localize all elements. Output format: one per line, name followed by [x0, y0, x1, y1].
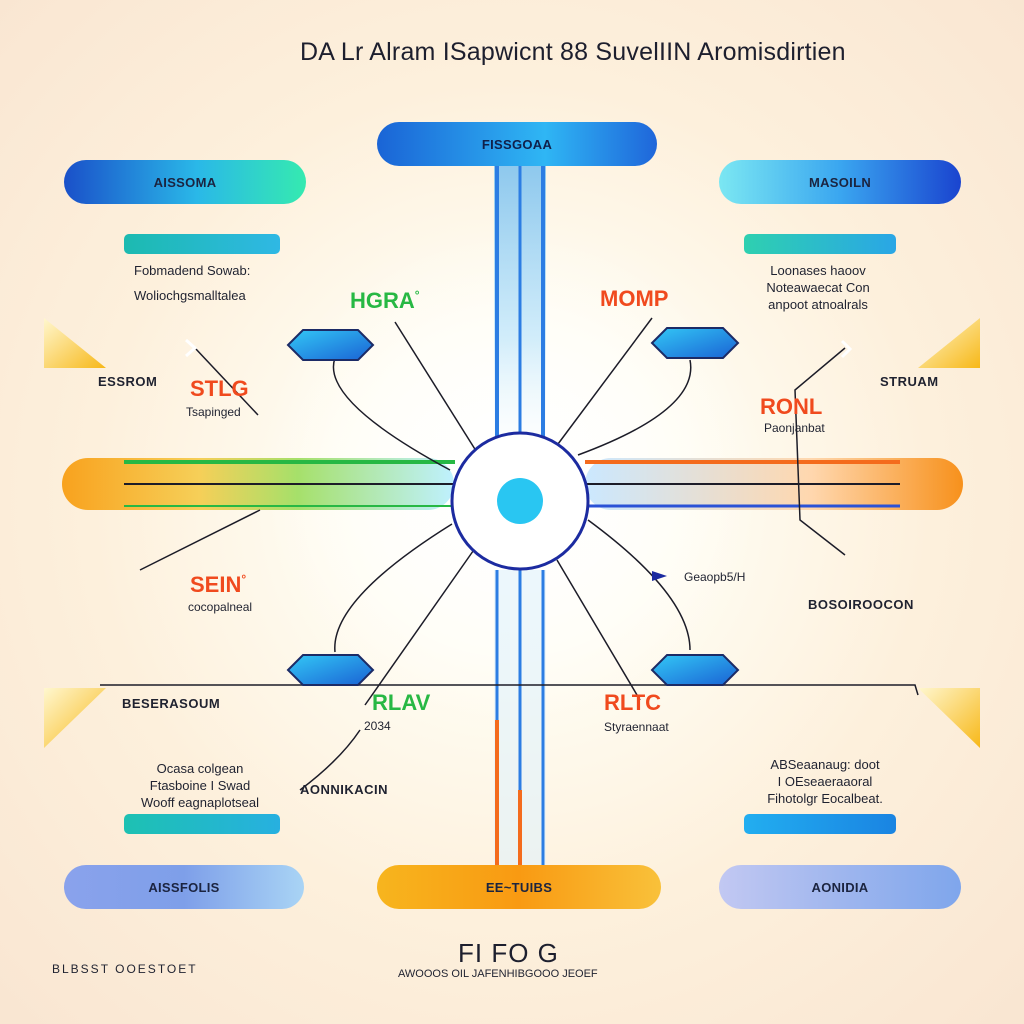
- chevron-ronl-icon: [840, 339, 853, 359]
- text-bottom-right: ABSeaanaug: doot I OEseaeraaoral Fihotol…: [767, 757, 883, 806]
- pill-top-left[interactable]: AISSOMA: [64, 160, 306, 204]
- connector-aonnikacin: [299, 729, 361, 791]
- triangle-right-top-icon: [918, 318, 980, 368]
- label-sein: SEIN°: [190, 572, 247, 597]
- connector-hex-bottom-right: [587, 519, 691, 651]
- footer-subtitle: AWOOOS OIL JAFENHIBGOOO JEOEF: [398, 968, 598, 980]
- text-bottom-left: Ocasa colgean Ftasboine I Swad Wooff eag…: [140, 761, 260, 810]
- label-essrom: ESSROM: [98, 374, 158, 389]
- connector-hex-bottom-left: [334, 523, 453, 653]
- label-aonnikacin: AONNIKACIN: [300, 782, 389, 797]
- label-hgra: HGRA°: [350, 288, 420, 313]
- bar-top-right: [744, 234, 896, 254]
- label-struam: STRUAM: [880, 374, 939, 389]
- geaop-arrow-icon: [652, 571, 667, 581]
- connector-rltc: [556, 559, 641, 701]
- connector-hex-top-left: [332, 357, 451, 471]
- label-sein-sub: cocopalneal: [188, 600, 253, 614]
- central-hub-core: [497, 478, 543, 524]
- pill-bottom-left[interactable]: AISSFOLIS: [64, 865, 304, 909]
- connector-hgra: [394, 321, 479, 455]
- label-geaop: Geaopb5/H: [684, 570, 746, 584]
- connector-rlav: [364, 543, 479, 706]
- label-momp: MOMP: [600, 286, 669, 311]
- triangle-right-bottom-icon: [918, 688, 980, 748]
- footer-title: FI FO G: [458, 938, 559, 968]
- connector-bottom-row: [100, 684, 919, 696]
- label-ronl-sub: Paonjanbat: [764, 421, 825, 435]
- pill-top[interactable]: FISSGOAA: [377, 122, 657, 166]
- pill-top-right[interactable]: MASOILN: [719, 160, 961, 204]
- connector-hex-top-right: [577, 359, 692, 456]
- label-ronl: RONL: [760, 394, 823, 419]
- label-stlg-sub: Tsapinged: [186, 405, 241, 419]
- hex-node-top-right[interactable]: [650, 327, 740, 359]
- triangle-left-bottom-icon: [44, 688, 106, 748]
- chevron-stlg-icon: [185, 338, 198, 358]
- bar-bottom-left: [124, 814, 280, 834]
- text-top-right: Loonases haoov Noteawaecat Con anpoot at…: [766, 263, 870, 312]
- label-rltc-sub: Styraennaat: [604, 720, 669, 734]
- connector-stlg: [194, 347, 259, 416]
- connector-momp: [557, 317, 653, 445]
- connector-ronl: [794, 347, 846, 556]
- connector-sein: [139, 509, 261, 571]
- hex-node-bottom-left[interactable]: [286, 654, 375, 686]
- bar-bottom-right: [744, 814, 896, 834]
- pill-bottom[interactable]: EE~TUIBS: [377, 865, 661, 909]
- triangle-left-top-icon: [44, 318, 106, 368]
- label-rlav-sub: 2034: [364, 719, 391, 733]
- footer-left: BLBSST OOESTOET: [52, 962, 198, 976]
- bar-top-left: [124, 234, 280, 254]
- label-besersom: BESERASOUM: [122, 696, 221, 711]
- pill-bottom-right[interactable]: AONIDIA: [719, 865, 961, 909]
- label-rltc: RLTC: [604, 690, 662, 715]
- hex-node-top-left[interactable]: [286, 329, 375, 361]
- diagram-title: DA Lr Alram ISapwicnt 88 SuvelIIN Aromis…: [300, 38, 846, 66]
- hex-node-bottom-right[interactable]: [650, 654, 740, 686]
- label-bosoiroocon: BOSOIROOCON: [808, 597, 914, 612]
- label-stlg: STLG: [190, 376, 249, 401]
- text-top-left: Fobmadend Sowab: Woliochgsmalltalea: [134, 263, 251, 303]
- label-rlav: RLAV: [372, 690, 431, 715]
